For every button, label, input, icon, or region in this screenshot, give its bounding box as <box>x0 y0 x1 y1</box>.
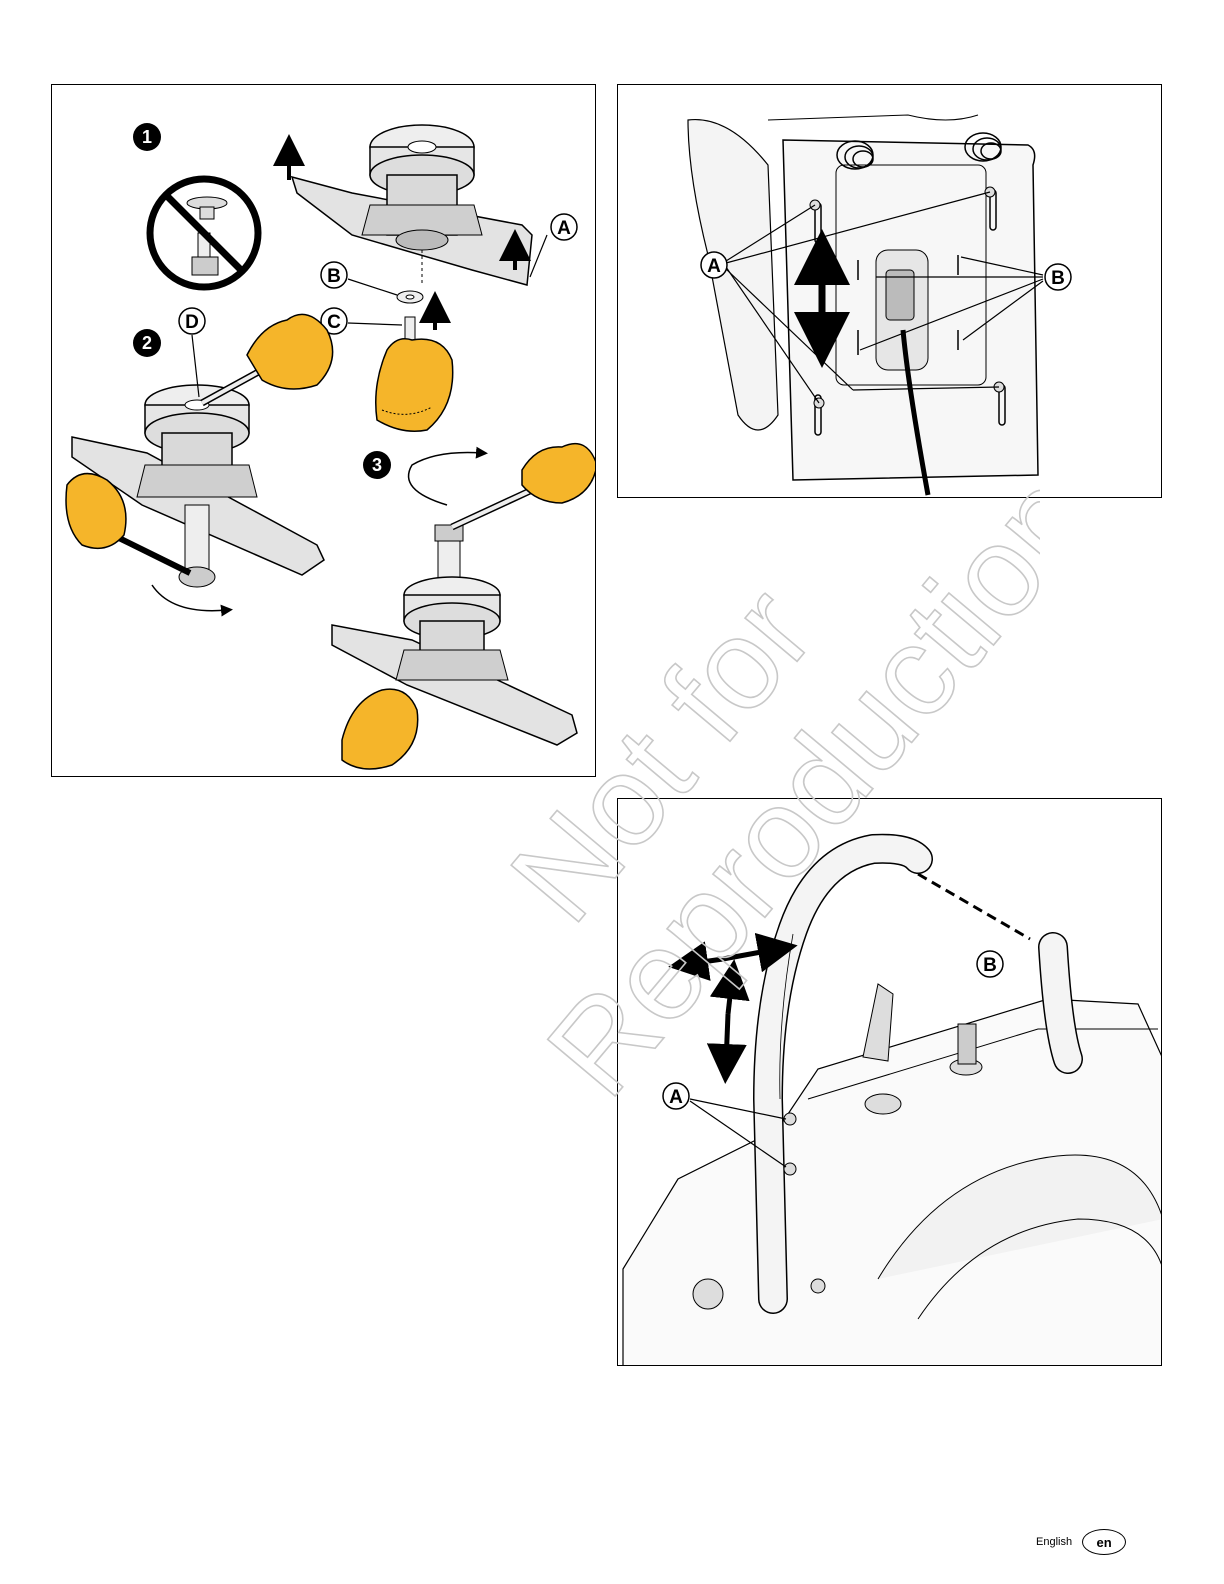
step-3-badge: 3 <box>363 451 391 479</box>
callout-d-label: D <box>185 312 199 333</box>
mower-body-outline <box>623 984 1162 1366</box>
callout-b-washer: B <box>321 262 397 295</box>
step-3-number: 3 <box>372 455 382 475</box>
callout-a-blade: A <box>530 214 577 277</box>
callout-c-label: C <box>327 312 341 333</box>
bar-callout-a-label: A <box>669 1087 683 1108</box>
handle-bar-figure: A B <box>617 798 1162 1366</box>
prohibited-bolt-icon <box>150 179 258 287</box>
seat-adjustment-illustration: A B <box>618 85 1162 498</box>
callout-b-grip: B <box>977 951 1003 977</box>
language-code-badge: en <box>1082 1529 1126 1555</box>
gloved-hand-upper-step3 <box>522 444 596 503</box>
gloved-hand-upper-step2 <box>247 314 333 389</box>
gloved-hand-lower-step3 <box>342 689 418 769</box>
blade-removal-illustration: 1 A B <box>52 85 596 777</box>
step-1-badge: 1 <box>133 123 161 151</box>
gloved-hand-holding-bolt <box>376 339 453 432</box>
blade-removal-figure: 1 A B <box>51 84 596 777</box>
washer-and-bolt <box>397 291 435 343</box>
callout-a-label: A <box>557 218 571 239</box>
seat-adjustment-figure: A B <box>617 84 1162 498</box>
callout-c-bolt: C <box>321 308 402 334</box>
seat-callout-a-label: A <box>707 256 721 277</box>
step-2-badge: 2 <box>133 329 161 357</box>
spindle-with-blade-top <box>289 125 532 285</box>
step-1-number: 1 <box>142 127 152 147</box>
handle-bar-illustration: A B <box>618 799 1162 1366</box>
callout-d-nut: D <box>179 308 205 397</box>
language-label: English <box>1036 1536 1072 1548</box>
callout-b-label: B <box>327 266 341 287</box>
page-footer: English en <box>1036 1527 1126 1557</box>
seat-callout-b-label: B <box>1051 268 1065 289</box>
step-2-number: 2 <box>142 333 152 353</box>
bar-callout-b-label: B <box>983 955 997 976</box>
